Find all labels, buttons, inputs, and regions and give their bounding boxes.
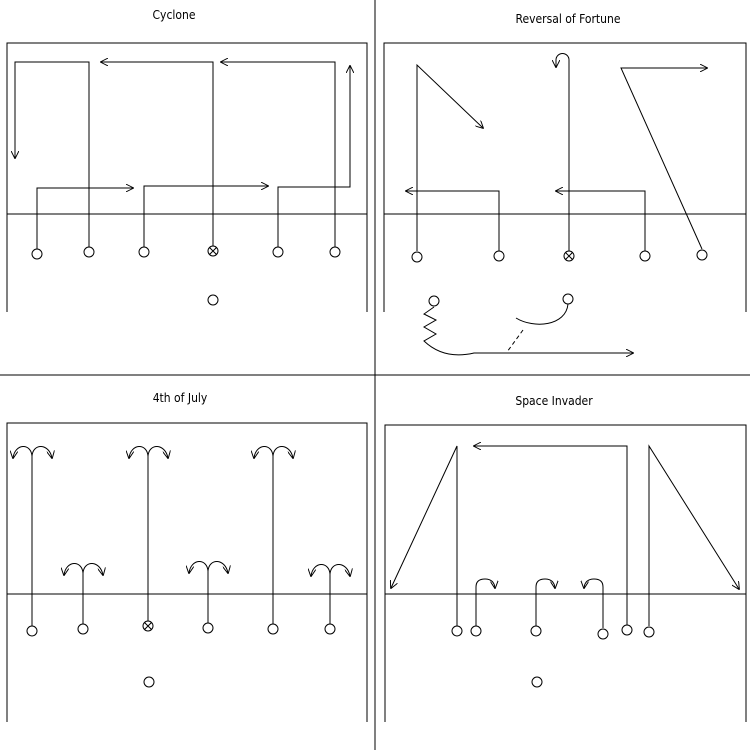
field-border: [6, 422, 368, 722]
curl: [329, 564, 350, 576]
player: [31, 248, 43, 260]
motion-route: [423, 306, 633, 355]
play-reversal-of-fortune: Reversal of Fortune: [383, 12, 747, 355]
player: [324, 623, 336, 635]
play-title-space-invader: Space Invader: [515, 394, 593, 408]
short-hook: [475, 578, 495, 626]
player: [621, 624, 633, 636]
play-title-cyclone: Cyclone: [153, 8, 196, 22]
short-hook: [584, 578, 604, 628]
route: [620, 68, 707, 250]
curl: [207, 561, 228, 573]
field-border: [384, 424, 747, 722]
center-player: [142, 620, 154, 632]
curl: [13, 446, 33, 458]
player: [643, 626, 655, 638]
curl: [82, 563, 103, 575]
player: [26, 625, 38, 637]
curl: [189, 561, 209, 573]
route: [474, 446, 628, 626]
route: [416, 63, 483, 251]
player: [77, 623, 89, 635]
route: [556, 191, 646, 251]
route: [143, 186, 268, 252]
play-space-invader: Space Invader: [384, 394, 747, 722]
player: [696, 249, 708, 261]
player: [493, 250, 505, 262]
player: [202, 622, 214, 634]
player: [639, 250, 651, 262]
field-border: [6, 42, 368, 312]
route: [556, 53, 570, 251]
player: [530, 625, 542, 637]
quarterback: [562, 293, 574, 305]
player: [138, 246, 150, 258]
route: [15, 61, 90, 252]
field-border: [383, 42, 747, 312]
short-hook: [535, 578, 555, 626]
curl: [272, 446, 293, 458]
player: [470, 625, 482, 637]
route: [406, 191, 500, 251]
route: [101, 62, 214, 252]
player: [451, 625, 463, 637]
route: [221, 62, 336, 252]
center-player: [207, 245, 219, 257]
player: [272, 246, 284, 258]
curl: [129, 446, 149, 458]
center-player: [563, 250, 575, 262]
player: [411, 251, 423, 263]
play-cyclone: Cyclone: [6, 8, 368, 312]
route: [277, 66, 350, 252]
quarterback: [207, 294, 219, 306]
dashed-route: [506, 329, 524, 353]
block-arc: [515, 303, 569, 325]
curl: [147, 446, 168, 458]
play-title-4th-of-july: 4th of July: [153, 391, 208, 405]
curl: [311, 564, 331, 576]
quarterback: [531, 676, 543, 688]
player: [597, 628, 609, 640]
player: [83, 246, 95, 258]
quarterback: [143, 676, 155, 688]
player: [329, 246, 341, 258]
route: [391, 445, 458, 626]
route: [648, 444, 739, 626]
route: [36, 188, 133, 252]
play-title-reversal-of-fortune: Reversal of Fortune: [516, 12, 621, 26]
player: [267, 623, 279, 635]
curl: [64, 563, 84, 575]
curl: [254, 446, 274, 458]
motion-player: [428, 295, 440, 307]
play-4th-of-july: 4th of July: [6, 391, 368, 722]
curl: [31, 446, 52, 458]
